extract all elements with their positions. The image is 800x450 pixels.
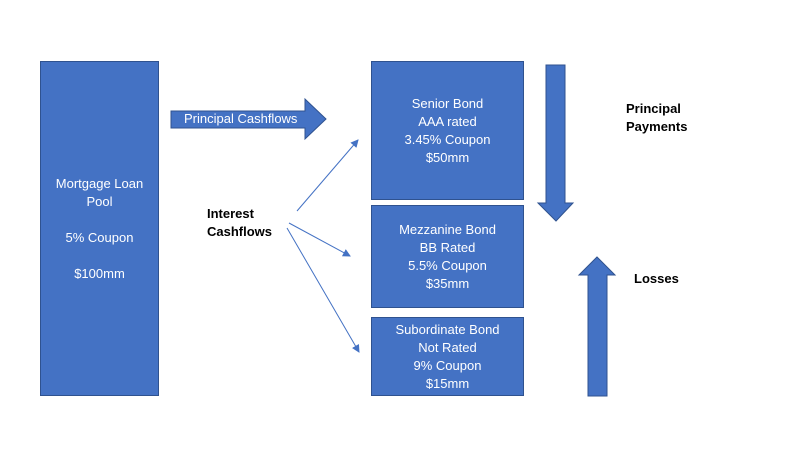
subordinate-rating: Not Rated bbox=[418, 339, 477, 355]
subordinate-coupon: 9% Coupon bbox=[413, 357, 482, 373]
pool-name-line2: Pool bbox=[86, 193, 113, 209]
interest-cashflows-line1: Interest bbox=[207, 206, 254, 221]
pool-amount: $100mm bbox=[74, 265, 125, 281]
principal-payments-line2: Payments bbox=[626, 119, 688, 134]
principal-payments-line1: Principal bbox=[626, 101, 681, 116]
interest-cashflows-label: Interest Cashflows bbox=[207, 205, 272, 241]
interest-arrow-mezzanine bbox=[288, 222, 351, 257]
senior-rating: AAA rated bbox=[418, 113, 477, 129]
losses-arrow bbox=[577, 256, 617, 397]
pool-coupon: 5% Coupon bbox=[65, 229, 134, 245]
subordinate-name: Subordinate Bond bbox=[395, 321, 500, 337]
mezzanine-coupon: 5.5% Coupon bbox=[408, 257, 487, 273]
interest-arrow-subordinate bbox=[286, 227, 360, 353]
mezzanine-amount: $35mm bbox=[425, 275, 470, 291]
principal-cashflows-label: Principal Cashflows bbox=[184, 111, 298, 126]
senior-coupon: 3.45% Coupon bbox=[404, 131, 491, 147]
senior-name: Senior Bond bbox=[411, 95, 484, 111]
mezzanine-bond-box: Mezzanine Bond BB Rated 5.5% Coupon $35m… bbox=[371, 205, 524, 308]
principal-payments-arrow bbox=[536, 64, 575, 222]
mezzanine-rating: BB Rated bbox=[419, 239, 476, 255]
subordinate-bond-box: Subordinate Bond Not Rated 9% Coupon $15… bbox=[371, 317, 524, 396]
senior-amount: $50mm bbox=[425, 149, 470, 165]
mortgage-loan-pool-box: Mortgage Loan Pool 5% Coupon $100mm bbox=[40, 61, 159, 396]
principal-cashflows-arrow bbox=[170, 97, 327, 141]
pool-name-line1: Mortgage Loan bbox=[55, 175, 144, 191]
mezzanine-name: Mezzanine Bond bbox=[399, 221, 496, 237]
subordinate-amount: $15mm bbox=[425, 375, 470, 391]
interest-arrow-senior bbox=[296, 139, 359, 212]
senior-bond-box: Senior Bond AAA rated 3.45% Coupon $50mm bbox=[371, 61, 524, 200]
interest-cashflows-line2: Cashflows bbox=[207, 224, 273, 239]
principal-payments-label: Principal Payments bbox=[626, 100, 687, 136]
losses-label: Losses bbox=[634, 271, 679, 286]
